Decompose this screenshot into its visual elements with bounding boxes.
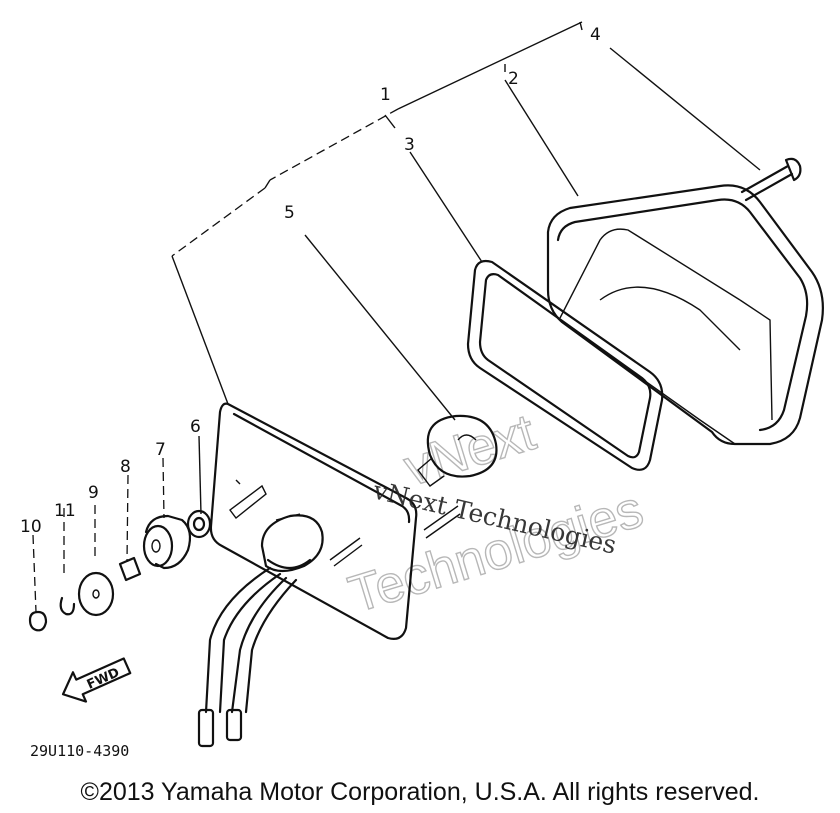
drawing-code: 29U110-4390 [30,742,129,760]
callout-8: 8 [120,457,131,477]
bracket-line-mid [269,108,399,181]
grommet-6 [186,509,212,539]
collar-8 [118,556,142,582]
fwd-label: FWD [85,665,122,693]
leader-2 [504,79,579,197]
callout-1: 1 [380,85,391,105]
washer-11 [59,596,76,616]
leader-10 [32,534,37,613]
tail-light-housing [546,184,824,446]
washer-9 [77,571,115,617]
tail-light-lens [209,402,461,640]
leader-8 [126,474,129,563]
leader-4 [609,47,761,171]
callout-5: 5 [284,203,295,223]
callout-6: 6 [190,417,201,437]
callout-7: 7 [155,440,166,460]
grommet-7 [144,514,192,570]
bulb-socket-and-wires [197,513,324,748]
bracket-leg-lens [171,255,229,405]
leader-7 [162,457,165,519]
light-bulb [417,414,498,487]
leader-6 [198,435,202,515]
callout-10: 10 [20,517,42,537]
callout-2: 2 [508,69,519,89]
leader-5 [304,234,456,421]
bracket-line-top [397,21,583,110]
callout-11: 11 [54,501,76,521]
forward-direction-arrow: FWD [61,657,132,703]
bolt-screw [740,157,802,202]
callout-numbers: 4 2 1 3 5 6 7 8 9 11 10 [20,25,601,537]
bracket-line-low [171,187,266,257]
callout-4: 4 [590,25,601,45]
fastener-parts [28,509,212,632]
leader-lines [32,21,761,613]
callout-9: 9 [88,483,99,503]
nut-10 [28,610,48,632]
leader-3 [409,151,483,263]
callout-3: 3 [404,135,415,155]
lens-gasket [466,259,664,471]
copyright-notice: ©2013 Yamaha Motor Corporation, U.S.A. A… [80,778,760,806]
